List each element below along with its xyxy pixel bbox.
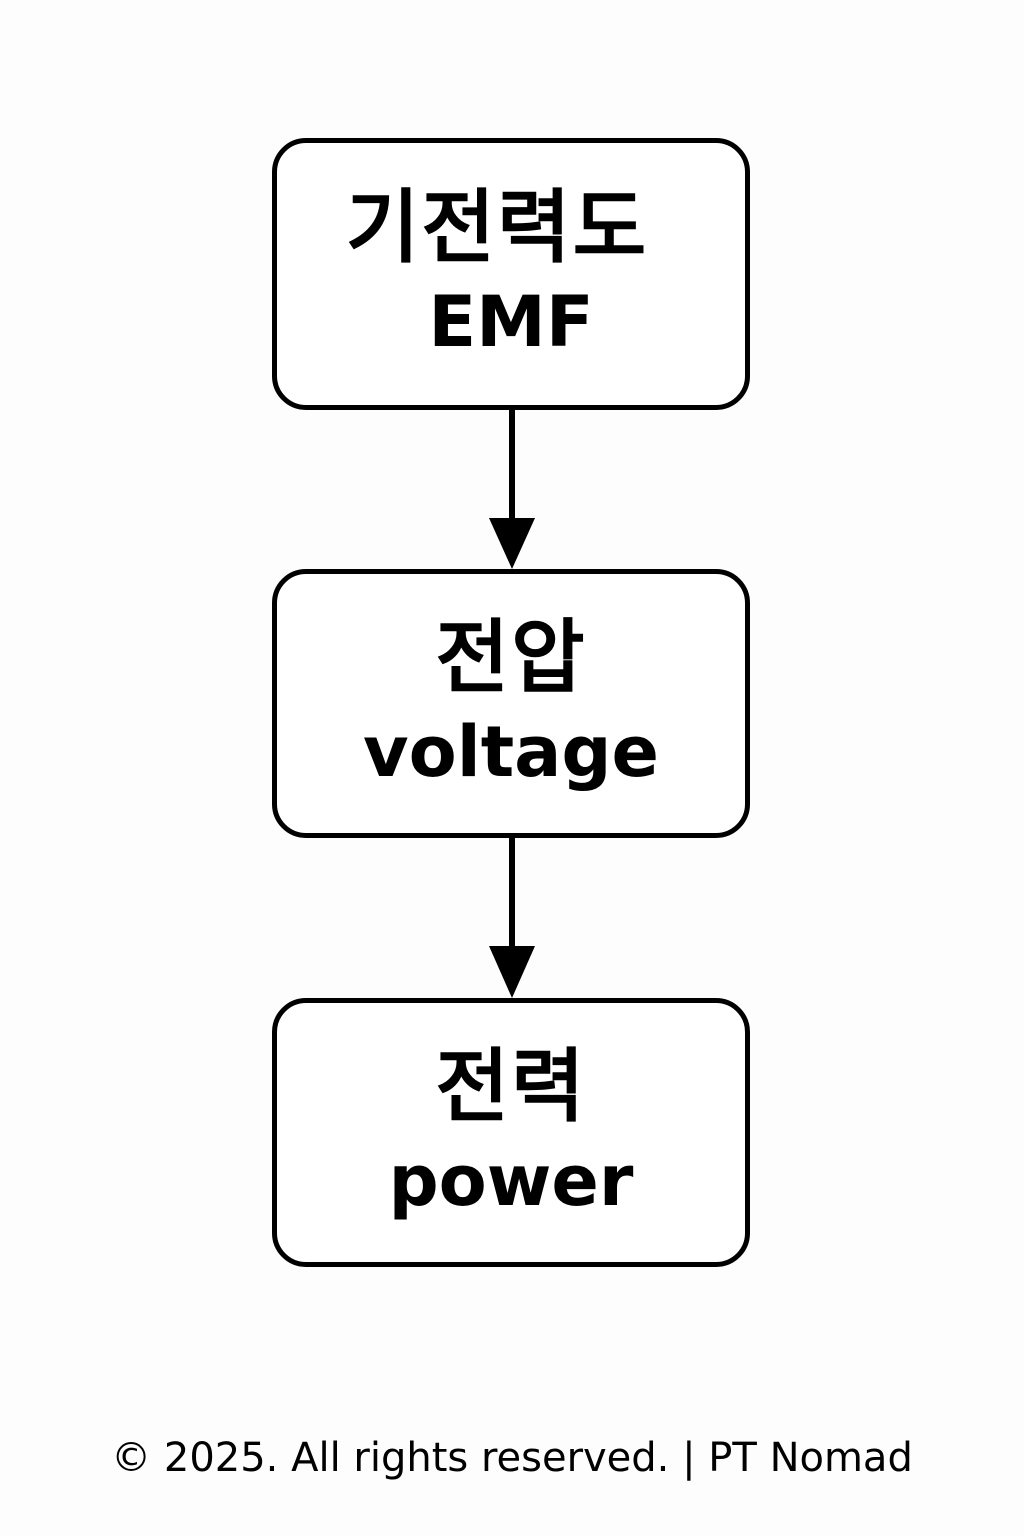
node-voltage: 전압 voltage — [272, 569, 750, 838]
arrow-emf-to-voltage — [489, 410, 535, 569]
node-power: 전력 power — [272, 998, 750, 1267]
node-emf-korean-label: 기전력도 — [345, 181, 649, 274]
node-power-english-label: power — [388, 1139, 634, 1222]
node-power-korean-label: 전력 — [435, 1039, 587, 1133]
node-voltage-korean-label: 전압 — [435, 610, 587, 704]
node-voltage-english-label: voltage — [363, 710, 659, 793]
node-emf: 기전력도 EMF — [272, 138, 750, 410]
arrow-voltage-to-power — [489, 838, 535, 998]
arrowhead-voltage-to-power — [489, 946, 535, 998]
copyright-footer: © 2025. All rights reserved. | PT Nomad — [111, 1435, 913, 1481]
node-emf-english-label: EMF — [428, 281, 594, 363]
arrowhead-emf-to-voltage — [489, 518, 535, 569]
